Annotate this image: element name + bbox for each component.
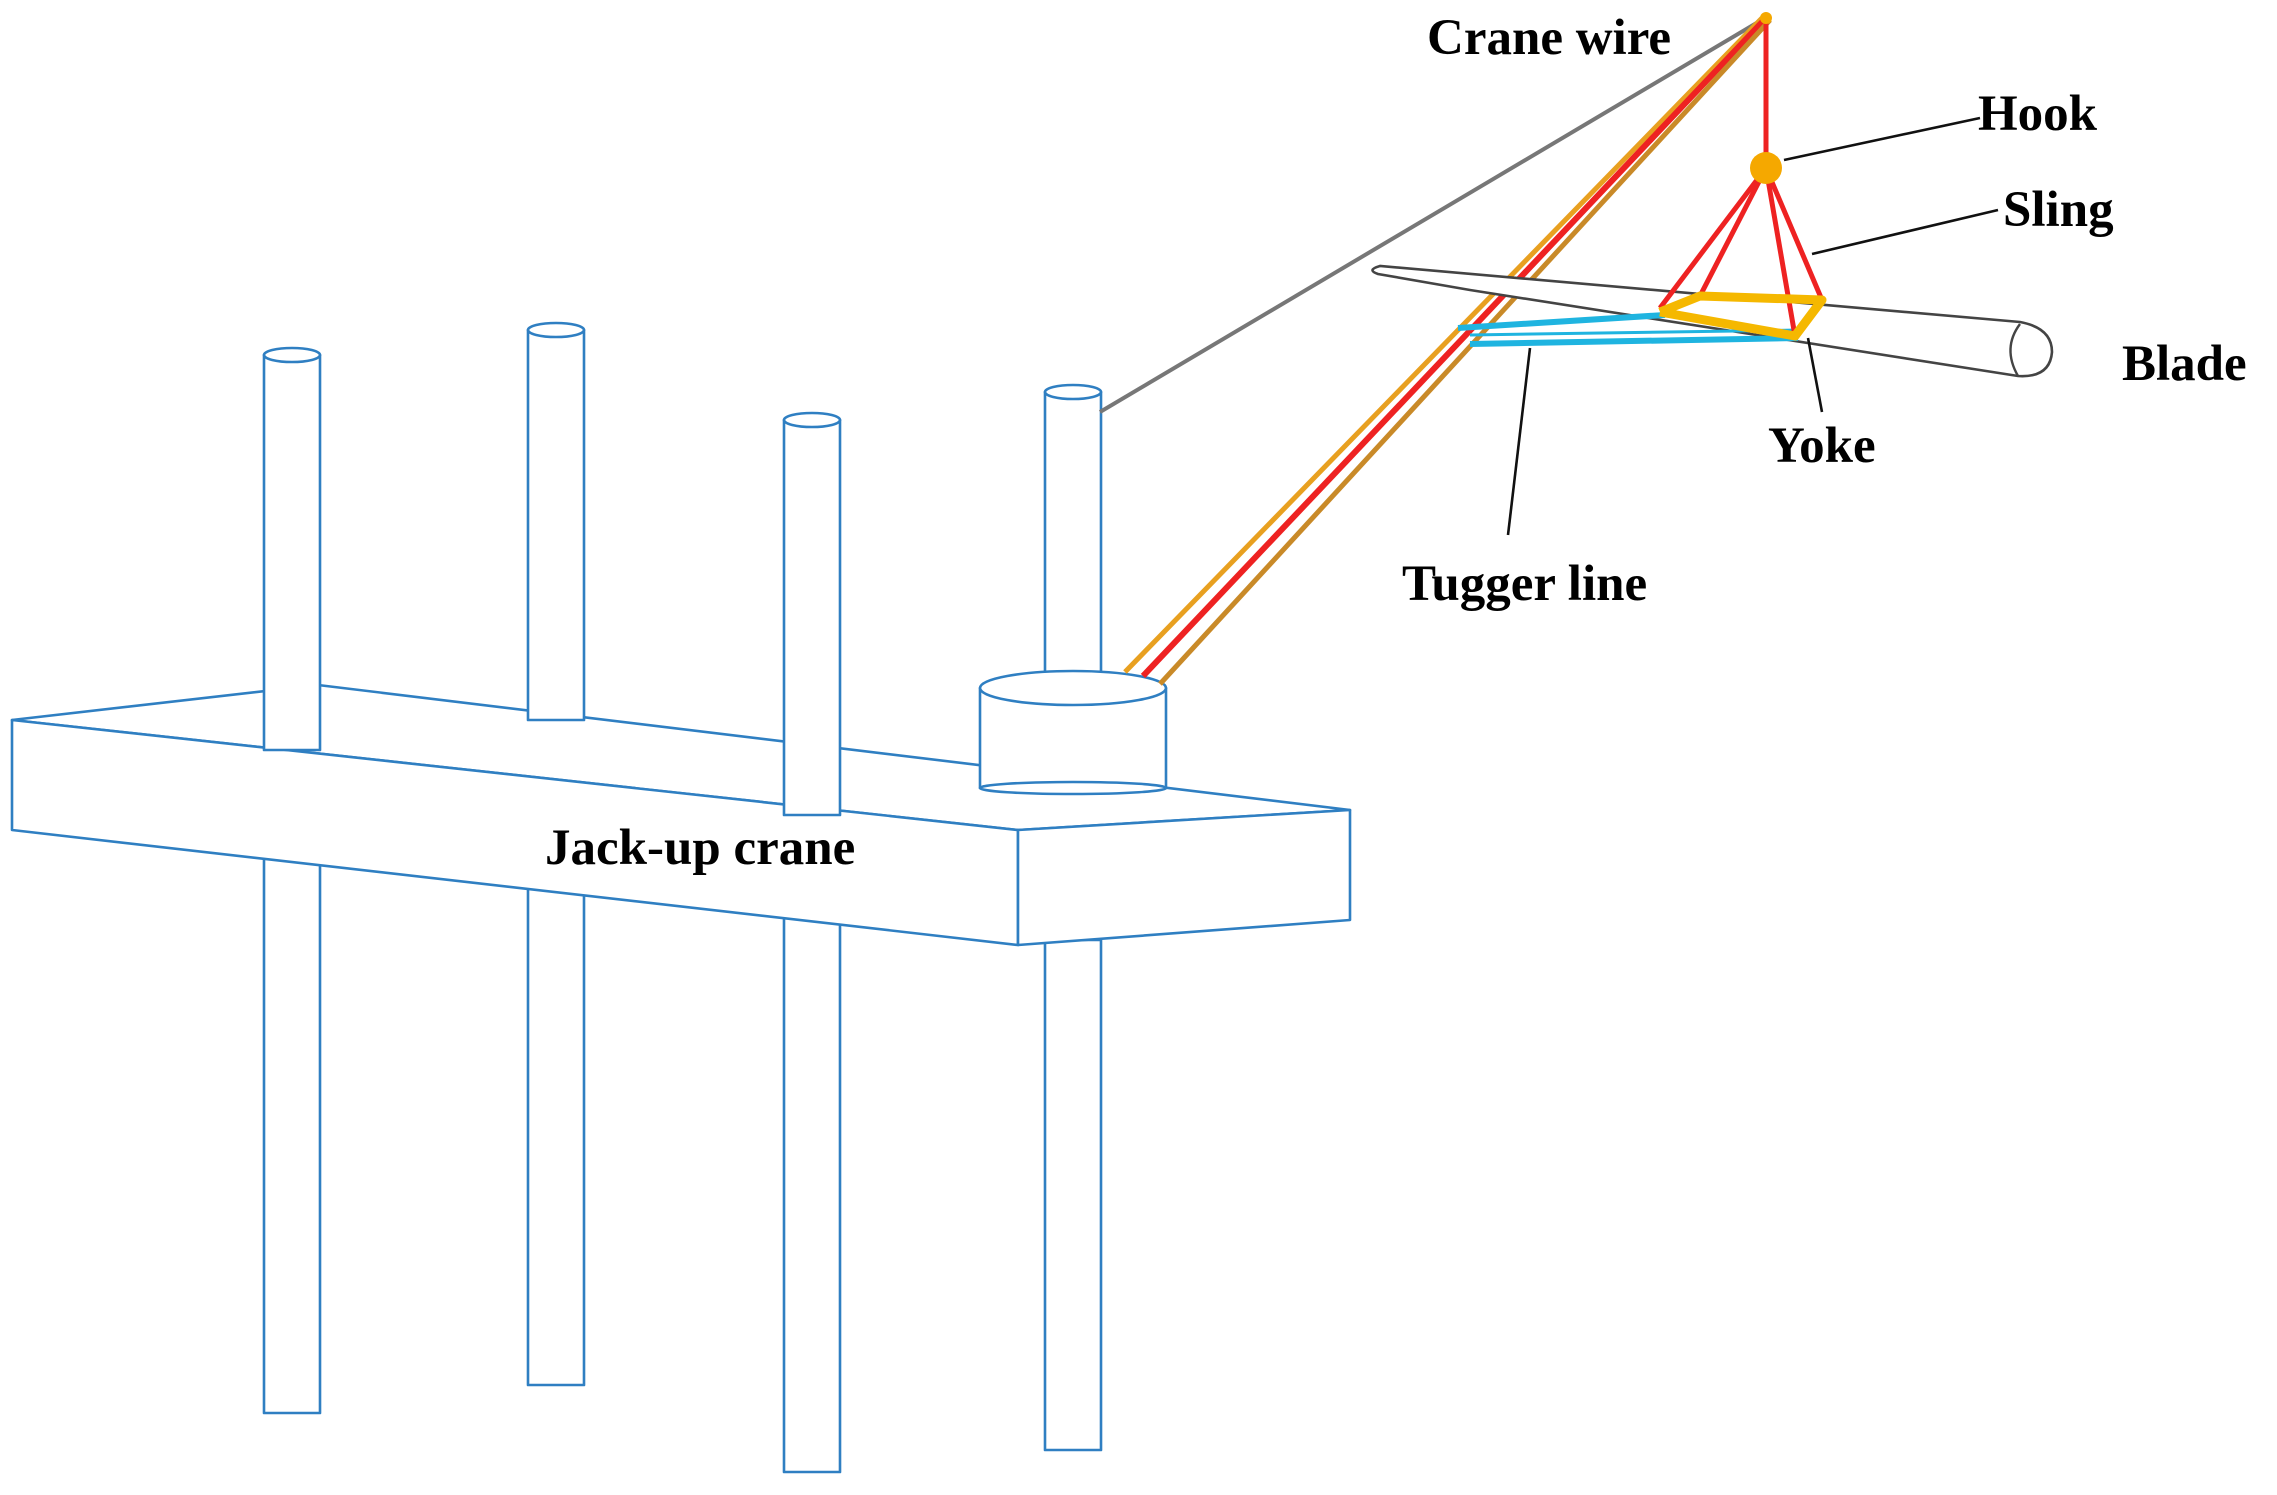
boom-tip <box>1760 12 1772 24</box>
leg-2-upper <box>526 328 586 722</box>
leader-lines <box>1506 116 1999 536</box>
label-hook: Hook <box>1978 86 2098 142</box>
legs-lower <box>262 853 1103 1474</box>
crane-wire-gray <box>1098 16 1767 414</box>
yoke <box>1658 291 1827 341</box>
hook-leader <box>1783 116 1981 162</box>
boom-chord-red <box>1140 15 1769 679</box>
leg-4-lower <box>1043 938 1103 1452</box>
tugger-line-2 <box>1469 335 1799 347</box>
crane-pedestal <box>978 669 1168 796</box>
leg-1-lower <box>262 853 322 1415</box>
sling-1 <box>1658 166 1768 310</box>
pedestal-base <box>978 780 1168 796</box>
boom-chord-orange-right <box>1158 18 1772 686</box>
pedestal-top <box>978 669 1168 707</box>
tugger-line-leader <box>1506 347 1532 536</box>
sling-3 <box>1763 167 1798 337</box>
leg-2-top <box>526 321 586 339</box>
leg-3-top <box>782 411 842 429</box>
label-tugger-line: Tugger line <box>1402 556 1647 612</box>
hull-side-face <box>1016 808 1352 947</box>
sling-2 <box>1697 166 1769 298</box>
label-jack-up-crane: Jack-up crane <box>545 820 855 876</box>
hook <box>1750 152 1782 184</box>
crane-boom <box>1098 12 1772 686</box>
label-sling: Sling <box>2003 182 2114 238</box>
leg-3-lower <box>782 908 842 1474</box>
label-yoke: Yoke <box>1768 418 1876 474</box>
boom-chord-orange-left <box>1123 16 1764 674</box>
sling-leader <box>1811 208 1999 256</box>
slings <box>1658 166 1825 337</box>
leg-2-lower <box>526 878 586 1387</box>
blade-root-edge <box>2009 323 2021 377</box>
sling-4 <box>1763 167 1825 301</box>
label-blade: Blade <box>2122 336 2247 392</box>
leg-4-upper <box>1043 390 1103 694</box>
yoke-frame <box>1658 291 1827 341</box>
leg-4-top <box>1043 383 1103 401</box>
leg-1-upper <box>262 353 322 752</box>
tugger-line-1 <box>1457 312 1666 331</box>
label-crane-wire: Crane wire <box>1427 10 1671 66</box>
labels: Crane wire Hook Sling Blade Yoke Tugger … <box>545 10 2247 876</box>
leg-3-upper <box>782 418 842 817</box>
yoke-leader <box>1806 337 1824 413</box>
legs-upper <box>262 321 1103 817</box>
leg-1-top <box>262 346 322 364</box>
